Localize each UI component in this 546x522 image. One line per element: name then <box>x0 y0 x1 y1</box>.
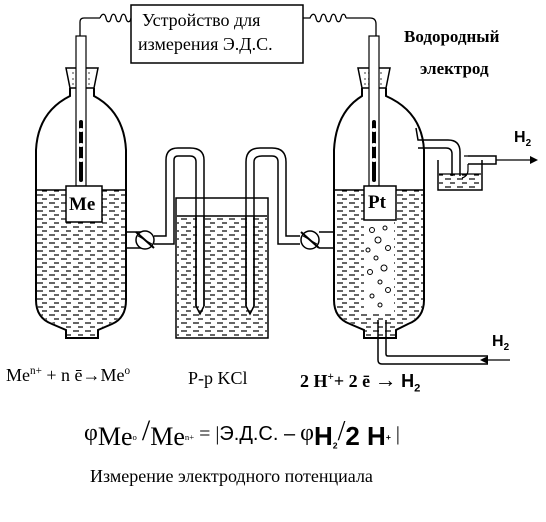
device-label-line1: Устройство для <box>142 10 261 30</box>
metal-reaction-equation: Men+ + n ē→Meo <box>6 365 131 385</box>
h2-arrows <box>480 156 538 364</box>
stopcock-right <box>300 230 320 250</box>
hydrogen-reaction-equation: 2 H++ 2 ē → H2 <box>300 367 421 395</box>
wire-coil-right <box>303 13 347 23</box>
hydrogen-electrode-title-line2: электрод <box>420 59 489 78</box>
salt-bridge-label: Р-р KCl <box>188 368 248 388</box>
potential-formula: φMeo /Men+ = |Э.Д.С. – φH2/2 H+ | <box>84 414 400 451</box>
caption: Измерение электродного потенциала <box>90 466 373 486</box>
wire-left <box>79 17 100 38</box>
wire-coil-left <box>99 13 132 23</box>
wire-right <box>346 17 377 38</box>
h2-outlet-label: H2 <box>514 129 532 150</box>
h2-inlet-label: H2 <box>492 333 510 354</box>
stopcock-left <box>135 230 155 250</box>
metal-electrode-label: Me <box>69 194 96 215</box>
device-label-line2: измерения Э.Д.С. <box>138 34 273 54</box>
emf-device-box <box>130 4 304 64</box>
metal-electrode-plate <box>65 185 103 223</box>
left-vessel <box>35 35 142 339</box>
kcl-beaker <box>175 197 269 339</box>
right-vessel <box>319 35 497 365</box>
platinum-electrode-label: Pt <box>368 192 386 213</box>
platinum-electrode-plate <box>363 185 397 221</box>
hydrogen-electrode-title-line1: Водородный <box>404 27 500 46</box>
